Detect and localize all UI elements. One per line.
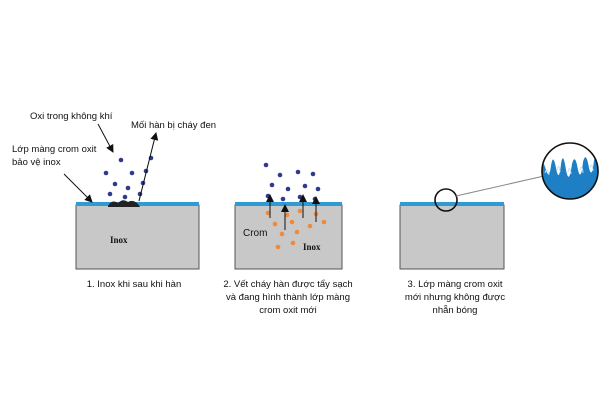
oxygen-dot <box>295 169 301 175</box>
oxygen-dots-1 <box>103 155 154 200</box>
oxygen-dot <box>125 185 131 191</box>
oxygen-dot <box>263 162 269 168</box>
oxygen-dots-2 <box>263 162 321 202</box>
oxygen-dot <box>310 171 316 177</box>
magnify-circle-icon <box>434 188 458 212</box>
oxygen-dot <box>118 157 124 163</box>
caption-3-line1: 3. Lớp màng crom oxit <box>408 279 503 290</box>
oxygen-dot <box>269 182 275 188</box>
panel-1: Inox Oxi trong không khí Mối hàn bị cháy… <box>12 111 216 290</box>
rough-oxide-surface-icon <box>542 157 598 199</box>
film-arrow <box>63 173 93 203</box>
caption-1: 1. Inox khi sau khi hàn <box>87 279 182 290</box>
oxygen-dot <box>302 183 308 189</box>
caption-3-line3: nhẵn bóng <box>433 305 478 316</box>
zoom-inset <box>541 142 599 200</box>
oxide-film-2 <box>235 202 342 206</box>
oxygen-dot <box>129 170 135 176</box>
panel-3: 3. Lớp màng crom oxit mới nhưng không đư… <box>399 142 599 316</box>
chromium-dot <box>307 223 313 229</box>
chromium-dot <box>265 210 271 216</box>
chromium-dot <box>321 219 327 225</box>
chromium-dot <box>284 212 290 218</box>
caption-2-line1: 2. Vết cháy hàn được tẩy sạch <box>223 279 352 290</box>
chromium-dot <box>275 244 281 250</box>
oxygen-dot <box>280 196 286 202</box>
caption-3-line2: mới nhưng không được <box>405 292 505 303</box>
zoom-connector-line <box>455 175 545 197</box>
weld-burn <box>108 200 140 207</box>
oxygen-arrow <box>97 123 114 153</box>
oxygen-dot <box>112 181 118 187</box>
oxygen-dot <box>107 191 113 197</box>
panel-2: Crom Inox 2. Vết cháy hàn được tẩy sạch … <box>223 162 353 316</box>
chromium-dot <box>272 221 278 227</box>
caption-2-line2: và đang hình thành lớp màng <box>226 292 350 303</box>
label-chromium: Crom <box>243 228 267 239</box>
chromium-dot <box>297 208 303 214</box>
caption-2-line3: crom oxit mới <box>259 305 316 316</box>
label-film-line1: Lớp màng crom oxit <box>12 144 97 155</box>
oxygen-dot <box>103 170 109 176</box>
oxygen-dot <box>312 196 318 202</box>
oxygen-dot <box>297 194 303 200</box>
block-label-2: Inox <box>303 242 321 252</box>
oxide-film-3 <box>400 202 504 206</box>
oxygen-dot <box>285 186 291 192</box>
oxygen-dot <box>277 172 283 178</box>
chromium-dots <box>265 208 327 250</box>
label-weld: Mối hàn bị cháy đen <box>131 120 216 131</box>
inox-block-3 <box>399 204 505 270</box>
chromium-dot <box>290 240 296 246</box>
block-label-1: Inox <box>110 235 128 245</box>
inox-block-1 <box>75 204 200 270</box>
weld-arrow <box>138 132 159 202</box>
chromium-dot <box>279 231 285 237</box>
chromium-dot <box>294 229 300 235</box>
label-film-line2: bảo vệ inox <box>12 157 61 168</box>
chromium-dot <box>289 219 295 225</box>
label-oxygen: Oxi trong không khí <box>30 111 113 122</box>
oxygen-dot <box>315 186 321 192</box>
oxygen-dot <box>122 194 128 200</box>
